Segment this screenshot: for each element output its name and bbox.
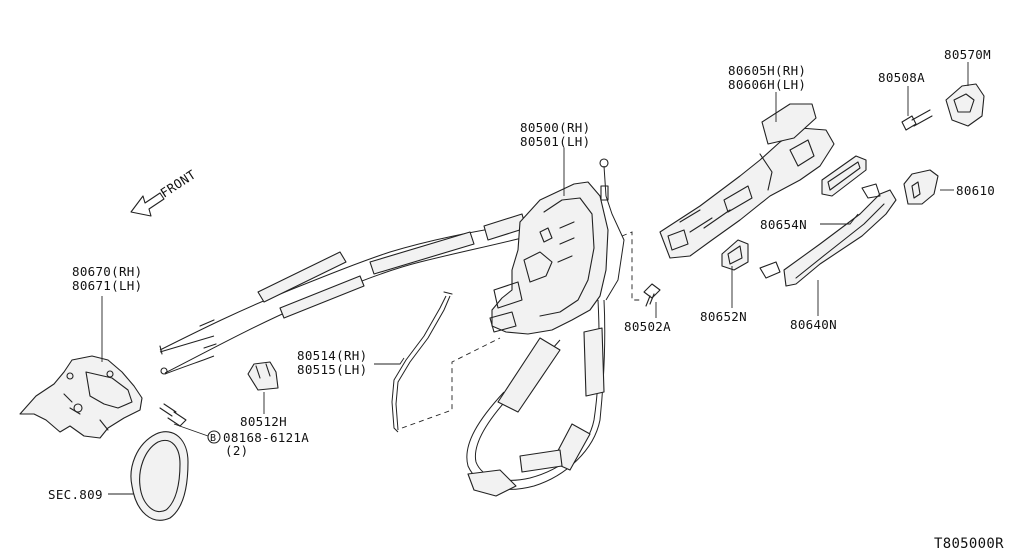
outside-cable-loop <box>466 299 606 497</box>
dash-leader-80502a <box>621 231 640 301</box>
outside-handle-80640n-part <box>759 183 897 287</box>
callout-80605h-rh: 80605H(RH) <box>728 63 806 78</box>
callout-80501-lh: 80501(LH) <box>520 134 590 149</box>
gasket-80652n-part <box>721 239 749 271</box>
callout-sec-809: SEC.809 <box>48 487 103 502</box>
handle-cap-80610-part <box>903 169 939 205</box>
callout-80670-rh: 80670(RH) <box>72 264 142 279</box>
upper-rod <box>599 158 625 301</box>
callout-08168-qty: (2) <box>225 443 248 458</box>
escutcheon-part <box>130 431 189 521</box>
gasket-80654n-part <box>821 155 867 197</box>
clip-80512h-part <box>247 361 279 391</box>
callout-80652n: 80652N <box>700 309 747 324</box>
callout-80512h: 80512H <box>240 414 287 429</box>
callout-80606h-lh: 80606H(LH) <box>728 77 806 92</box>
callout-80500-rh: 80500(RH) <box>520 120 590 135</box>
outside-handle-bracket-part <box>659 103 835 259</box>
lock-rod-part <box>391 291 453 433</box>
callout-80671-lh: 80671(LH) <box>72 278 142 293</box>
screw-80502a-part <box>643 283 661 307</box>
door-lock-actuator-part <box>489 181 609 335</box>
inside-handle-part <box>19 355 143 439</box>
callout-80502a: 80502A <box>624 319 671 334</box>
callout-80640n: 80640N <box>790 317 837 332</box>
escutcheon-80570m-part <box>945 83 985 127</box>
callout-80515-lh: 80515(LH) <box>297 362 367 377</box>
leader-lines <box>101 62 969 495</box>
bolt-symbol-icon <box>207 430 221 444</box>
callout-80570m: 80570M <box>944 47 991 62</box>
front-arrow-icon <box>130 192 165 217</box>
bolt-symbol: B <box>210 433 216 444</box>
callout-80654n: 80654N <box>760 217 807 232</box>
bolt-part <box>159 403 187 427</box>
callout-08168-6121a: 08168-6121A <box>223 430 309 445</box>
callout-80610: 80610 <box>956 183 995 198</box>
screw-80508a-part <box>901 109 933 131</box>
front-label: FRONT <box>157 167 198 201</box>
callout-80508a: 80508A <box>878 70 925 85</box>
lock-cables <box>159 213 531 375</box>
callout-80514-rh: 80514(RH) <box>297 348 367 363</box>
dash-leader-rod <box>401 337 501 429</box>
diagram-code: T805000R <box>934 536 1004 552</box>
